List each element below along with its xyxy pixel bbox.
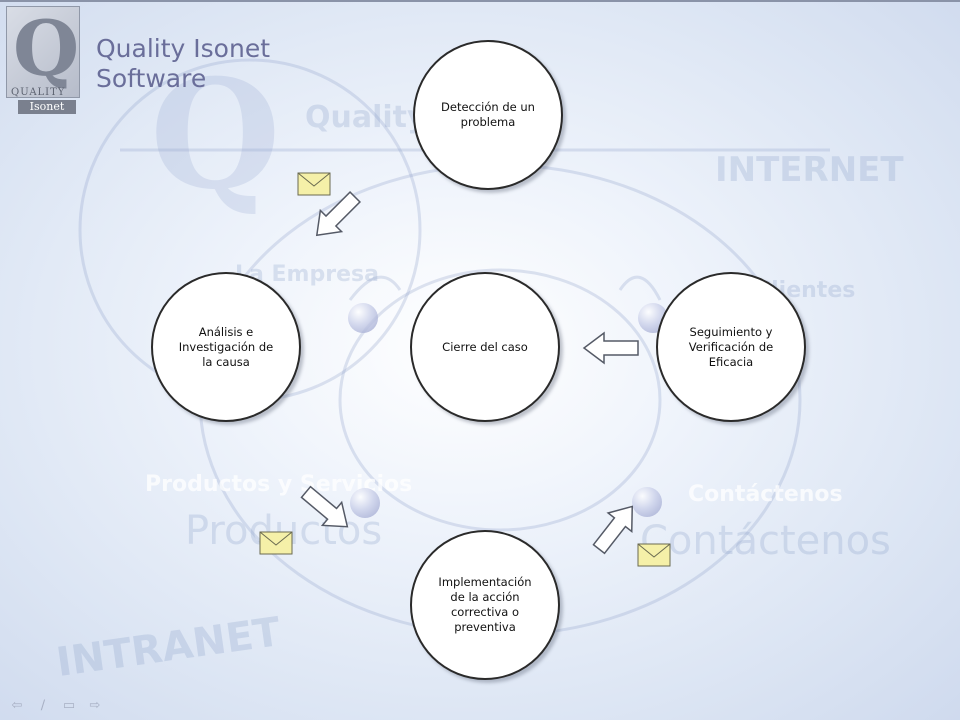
node-deteccion: Detección de un problema (413, 40, 563, 190)
node-seguimiento: Seguimiento y Verificación de Eficacia (656, 272, 806, 422)
slide-navigation: ⇦ ∕ ▭ ⇨ (8, 698, 104, 714)
background-q-letter: Q (150, 47, 281, 223)
node-deteccion-label: Detección de un problema (441, 100, 535, 129)
bg-word-contactenos-big: Contáctenos (640, 518, 891, 564)
company-logo: Q QUALITY Isonet (6, 6, 80, 114)
logo-isonet-text: Isonet (18, 100, 76, 114)
node-analisis-label: Análisis e Investigación de la causa (178, 324, 274, 369)
arrow-seguimiento-to-cierre (583, 332, 639, 364)
node-seguimiento-label: Seguimiento y Verificación de Eficacia (688, 324, 774, 369)
logo-box: Q QUALITY (6, 6, 80, 98)
node-cierre: Cierre del caso (410, 272, 560, 422)
node-implementacion: Implementación de la acción correctiva o… (410, 530, 560, 680)
logo-q-letter: Q (13, 4, 80, 93)
brand-title: Quality Isonet Software (96, 34, 270, 94)
brand-title-line1: Quality Isonet (96, 34, 270, 63)
node-analisis: Análisis e Investigación de la causa (151, 272, 301, 422)
arrow-analisis-to-implementacion (295, 479, 358, 539)
envelope-icon (637, 543, 671, 567)
logo-quality-text: QUALITY (11, 87, 66, 98)
node-cierre-label: Cierre del caso (442, 339, 528, 354)
brand-title-line2: Software (96, 64, 207, 93)
pen-icon[interactable]: ∕ (40, 698, 46, 713)
node-implementacion-label: Implementación de la acción correctiva o… (438, 575, 532, 634)
arrow-implementacion-to-seguimiento (586, 496, 645, 559)
bg-orb (348, 303, 378, 333)
bg-word-internet: INTERNET (715, 150, 904, 190)
next-slide-icon[interactable]: ⇨ (89, 698, 101, 713)
previous-slide-icon[interactable]: ⇦ (11, 698, 23, 713)
envelope-icon (297, 172, 331, 196)
top-border-line (0, 0, 960, 2)
bg-orb (632, 487, 662, 517)
menu-icon[interactable]: ▭ (62, 698, 76, 713)
bg-word-contactenos: Contáctenos (688, 482, 843, 507)
bg-orb (350, 488, 380, 518)
envelope-icon (259, 531, 293, 555)
